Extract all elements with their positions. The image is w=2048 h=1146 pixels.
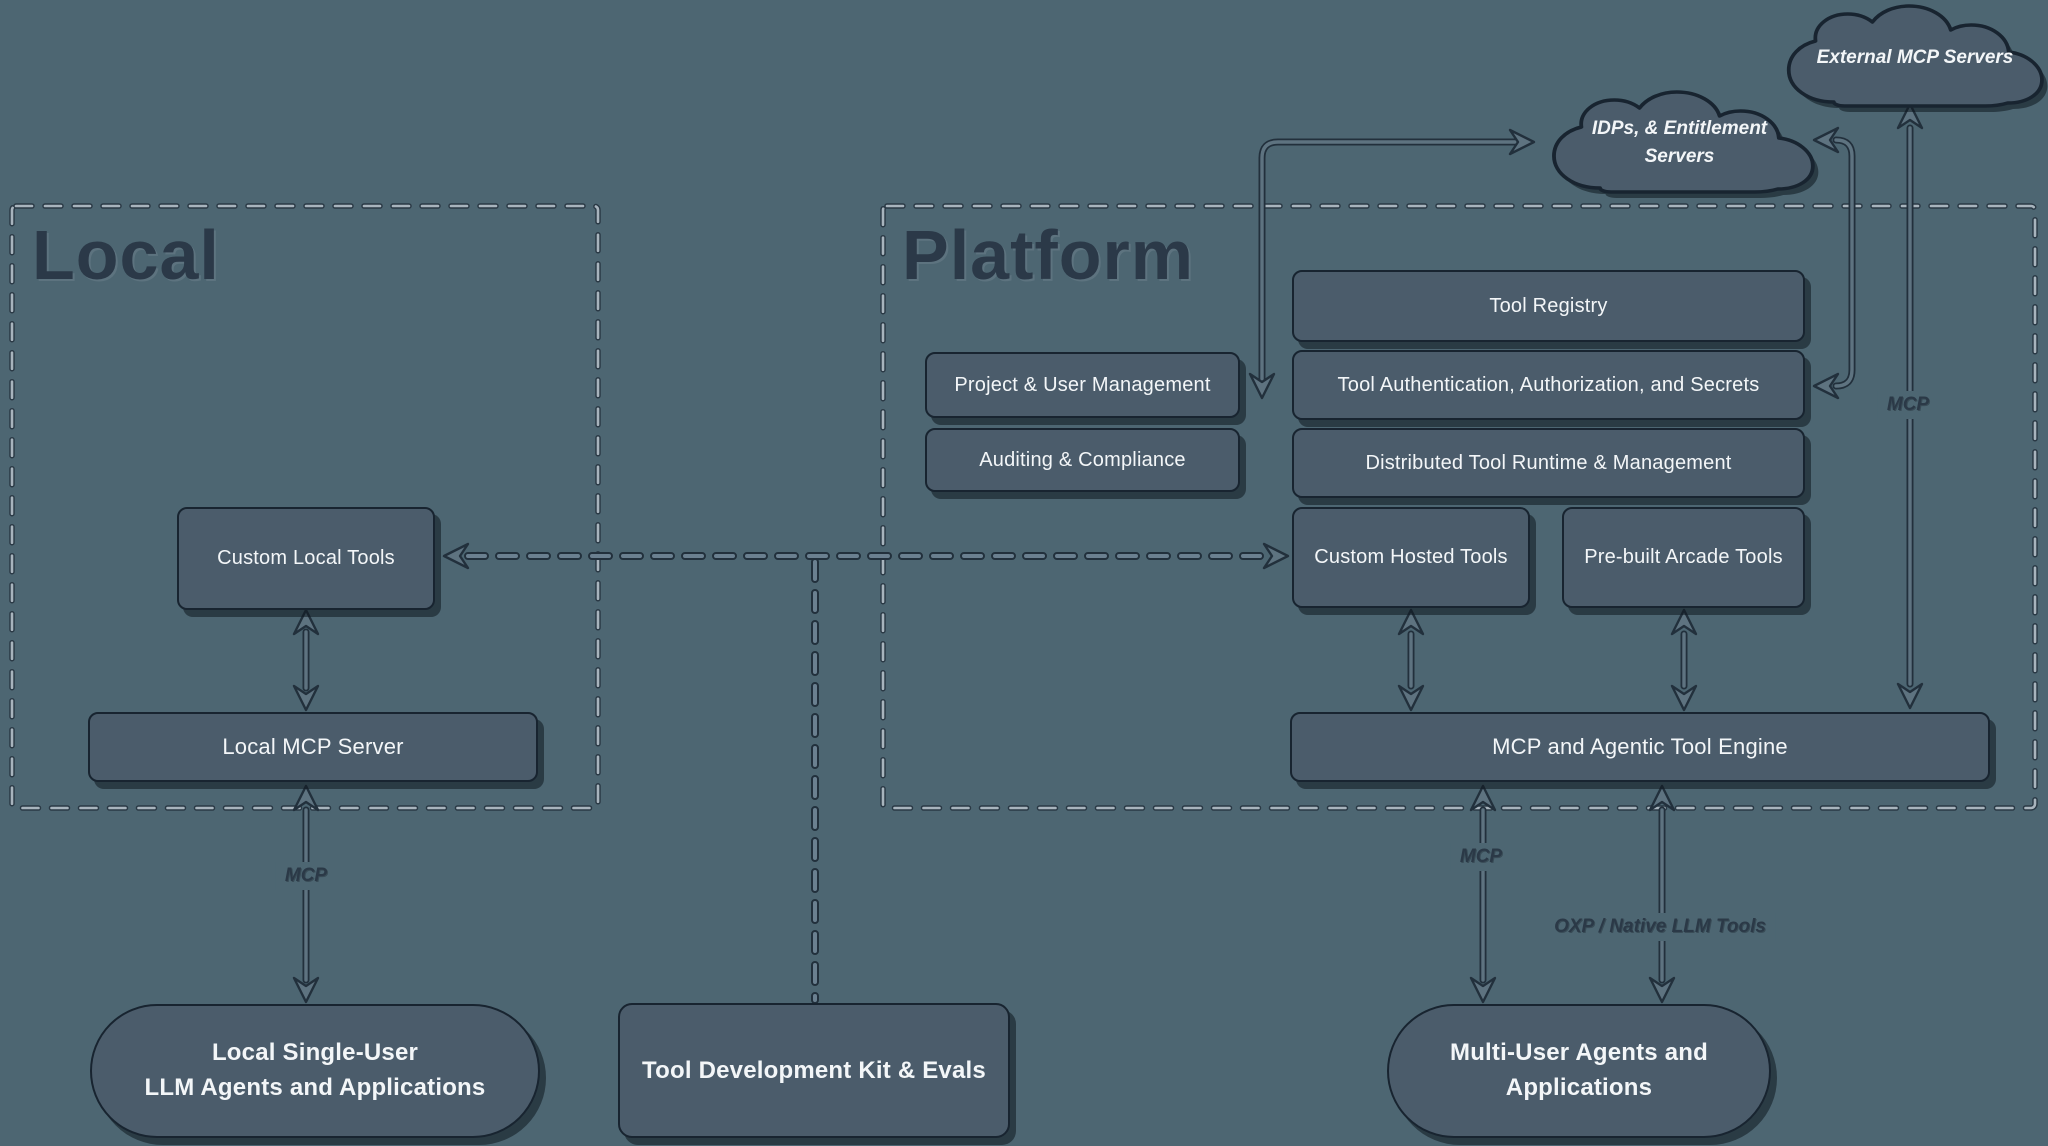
cloud-external-mcp-servers bbox=[1786, 4, 2048, 112]
region-border-local bbox=[9, 203, 601, 811]
edge-label-oxp: OXP / Native LLM Tools bbox=[1545, 913, 1775, 941]
edge-custom-local-to-local-mcp bbox=[292, 608, 320, 712]
node-local-mcp-server: Local MCP Server bbox=[88, 712, 538, 782]
cloud-label-external-mcp: External MCP Servers bbox=[1816, 47, 2014, 68]
node-tool-registry: Tool Registry bbox=[1292, 270, 1805, 342]
node-tool-development-kit: Tool Development Kit & Evals bbox=[618, 1003, 1010, 1138]
edge-label-mcp-local: MCP bbox=[275, 862, 337, 890]
edge-hosted-to-engine bbox=[1397, 608, 1425, 712]
node-local-single-user-agents: Local Single-User LLM Agents and Applica… bbox=[90, 1004, 540, 1138]
edge-project-mgmt-to-idp bbox=[1248, 128, 1536, 400]
region-title-local: Local bbox=[32, 216, 220, 294]
edge-custom-local-to-hosted bbox=[442, 542, 1290, 570]
node-prebuilt-arcade-tools: Pre-built Arcade Tools bbox=[1562, 507, 1805, 608]
node-auditing-compliance: Auditing & Compliance bbox=[925, 428, 1240, 492]
node-multi-user-agents: Multi-User Agents and Applications bbox=[1387, 1004, 1771, 1138]
node-project-user-management: Project & User Management bbox=[925, 352, 1240, 418]
node-custom-hosted-tools: Custom Hosted Tools bbox=[1292, 507, 1530, 608]
edge-tool-auth-to-idp bbox=[1812, 126, 1856, 400]
cloud-label-idp: IDPs, & Entitlement Servers bbox=[1591, 118, 1768, 167]
node-distributed-runtime: Distributed Tool Runtime & Management bbox=[1292, 428, 1805, 498]
region-border-platform bbox=[880, 203, 2038, 811]
edge-label-mcp-engine: MCP bbox=[1450, 843, 1512, 871]
edge-local-mcp-to-agents bbox=[292, 784, 320, 1004]
cloud-idp-entitlement-servers bbox=[1552, 90, 1819, 198]
edge-engine-to-multiuser-oxp bbox=[1648, 784, 1676, 1004]
node-custom-local-tools: Custom Local Tools bbox=[177, 507, 435, 610]
node-mcp-agentic-tool-engine: MCP and Agentic Tool Engine bbox=[1290, 712, 1990, 782]
edge-label-mcp-external: MCP bbox=[1877, 391, 1939, 419]
node-tool-authentication: Tool Authentication, Authorization, and … bbox=[1292, 350, 1805, 420]
edge-engine-to-multiuser-mcp bbox=[1469, 784, 1497, 1004]
region-title-platform: Platform bbox=[902, 216, 1194, 294]
edge-prebuilt-to-engine bbox=[1670, 608, 1698, 712]
